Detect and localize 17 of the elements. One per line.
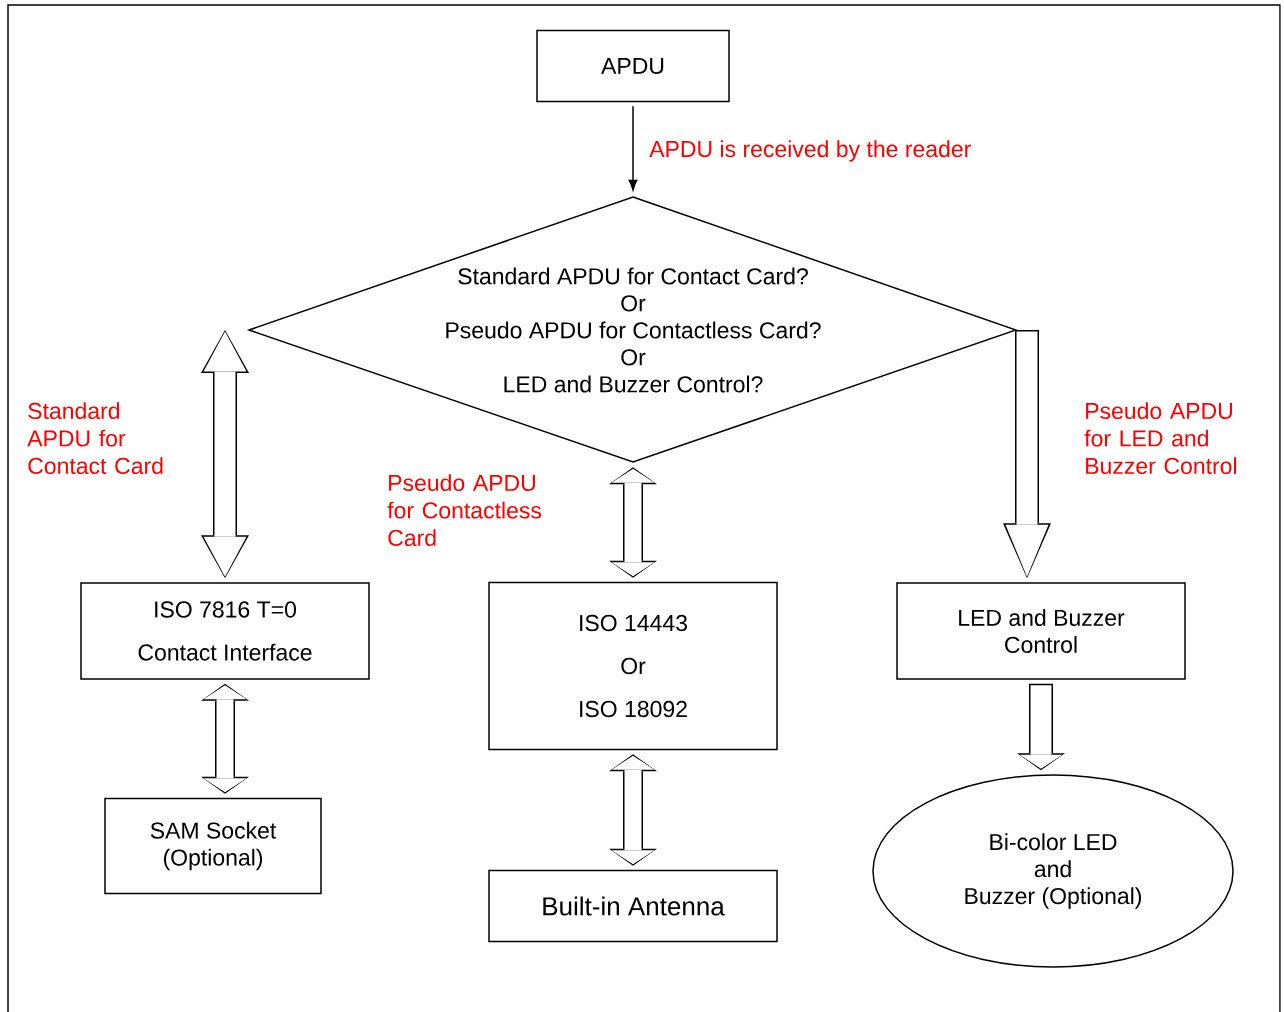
process-box: ISO 14443 Or ISO 18092 <box>488 581 778 751</box>
block-arrow <box>1017 683 1065 771</box>
block-arrow <box>201 683 249 794</box>
process-box: LED and Buzzer Control <box>896 582 1186 680</box>
process-box: APDU <box>536 29 730 103</box>
block-arrow <box>609 467 657 578</box>
process-box: Built-in Antenna <box>488 869 778 943</box>
edge-label: Pseudo APDU for Contactless Card <box>386 473 554 548</box>
edge-label: Pseudo APDU for LED and Buzzer Control <box>1083 401 1248 476</box>
block-arrow <box>609 754 657 866</box>
block-arrow <box>201 330 249 579</box>
edge-label: Standard APDU for Contact Card <box>26 401 179 476</box>
arrow <box>628 105 638 191</box>
process-box: SAM Socket (Optional) <box>104 797 322 895</box>
edge-label: APDU is received by the reader <box>648 139 973 163</box>
process-box: ISO 7816 T=0 Contact Interface <box>80 582 370 680</box>
block-arrow <box>1003 330 1051 579</box>
